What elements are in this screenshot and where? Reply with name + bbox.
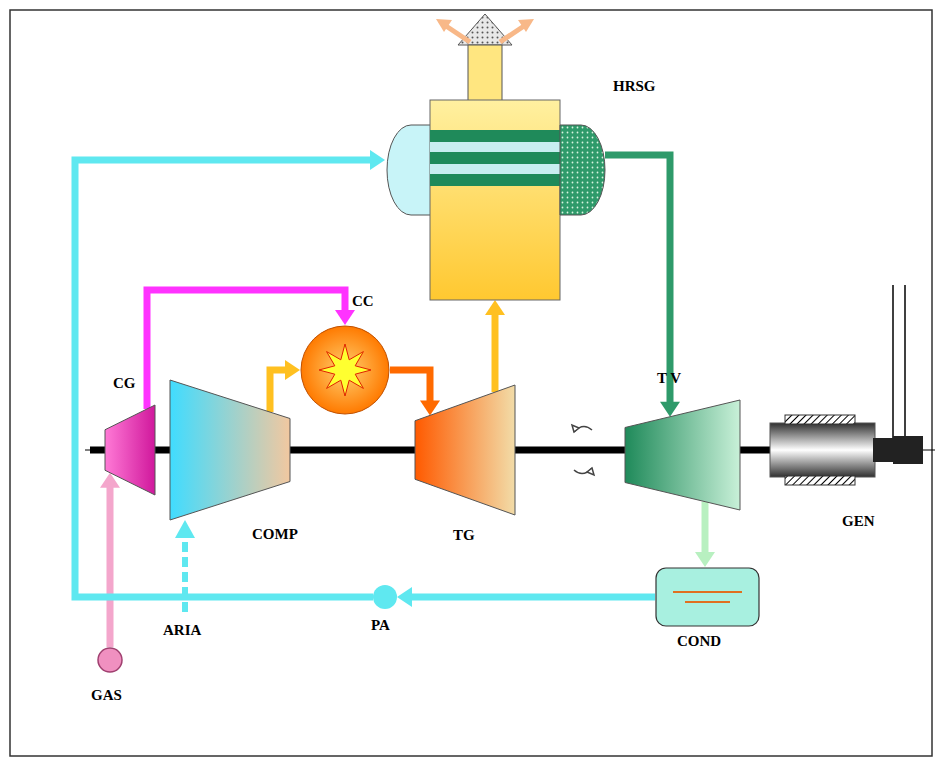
live-steam-line-path bbox=[605, 155, 670, 404]
component-label: CC bbox=[352, 293, 374, 310]
fuel-line bbox=[100, 473, 120, 647]
generator: GEN bbox=[770, 415, 895, 485]
component-label: GEN bbox=[842, 513, 875, 530]
gas-turbine-outline bbox=[415, 385, 515, 515]
exhaust-gas-line-path bbox=[492, 313, 499, 392]
steam-turbine: T V bbox=[625, 400, 740, 510]
air-inlet-label: ARIA bbox=[163, 622, 201, 639]
arrowhead bbox=[660, 402, 680, 417]
gas-compressor-outline bbox=[105, 405, 155, 495]
component-label: PA bbox=[371, 617, 390, 634]
condensate-line bbox=[397, 587, 655, 607]
generator-frame bbox=[893, 285, 923, 464]
condensate-line-path bbox=[410, 594, 655, 601]
component-label: TG bbox=[453, 527, 475, 544]
steam-turbine-outline bbox=[625, 400, 740, 510]
exhaust-gas-line bbox=[485, 300, 505, 392]
feed-pump: PA bbox=[373, 585, 397, 609]
arrowhead bbox=[370, 150, 385, 170]
gas-turbine: TG bbox=[415, 385, 515, 515]
component-label: T V bbox=[657, 370, 681, 387]
arrowhead bbox=[285, 360, 300, 380]
feed-pump-outline bbox=[373, 585, 397, 609]
generator-outline bbox=[770, 415, 895, 485]
air-compressor-outline bbox=[170, 380, 290, 520]
hot-gas-line bbox=[390, 370, 440, 415]
component-label: COND bbox=[677, 633, 721, 650]
hrsg-boiler-outline bbox=[385, 100, 605, 300]
arrowhead bbox=[397, 587, 412, 607]
frame bbox=[10, 10, 932, 756]
arrowhead bbox=[335, 310, 355, 325]
component-label: GAS bbox=[91, 687, 122, 704]
feedwater-line bbox=[75, 150, 385, 597]
combustion-chamber: CC bbox=[300, 325, 390, 415]
arrowhead bbox=[695, 552, 715, 567]
combustion-chamber-outline bbox=[300, 325, 390, 415]
rotation-symbol bbox=[572, 425, 594, 475]
exhaust-steam-line-path bbox=[702, 502, 709, 554]
component-label: CG bbox=[113, 375, 136, 392]
gas-compressor: CG bbox=[105, 405, 155, 495]
exhaust-steam-line bbox=[695, 502, 715, 567]
arrowhead bbox=[485, 300, 505, 315]
exhaust-arrows bbox=[436, 19, 534, 42]
compressed-air-line bbox=[270, 360, 300, 412]
hrsg-boiler: HRSG bbox=[385, 100, 605, 300]
chimney bbox=[468, 45, 502, 102]
condenser-outline bbox=[655, 567, 760, 627]
compressed-air-line-path bbox=[270, 370, 287, 412]
gas-supply-outline bbox=[97, 647, 123, 673]
condenser: COND bbox=[655, 567, 760, 627]
component-label: COMP bbox=[252, 526, 298, 543]
gas-supply: GAS bbox=[97, 647, 123, 673]
component-label: HRSG bbox=[613, 78, 656, 95]
air-compressor: COMP bbox=[170, 380, 290, 520]
hot-gas-line-path bbox=[390, 370, 430, 402]
fuel-line-path bbox=[107, 486, 114, 647]
